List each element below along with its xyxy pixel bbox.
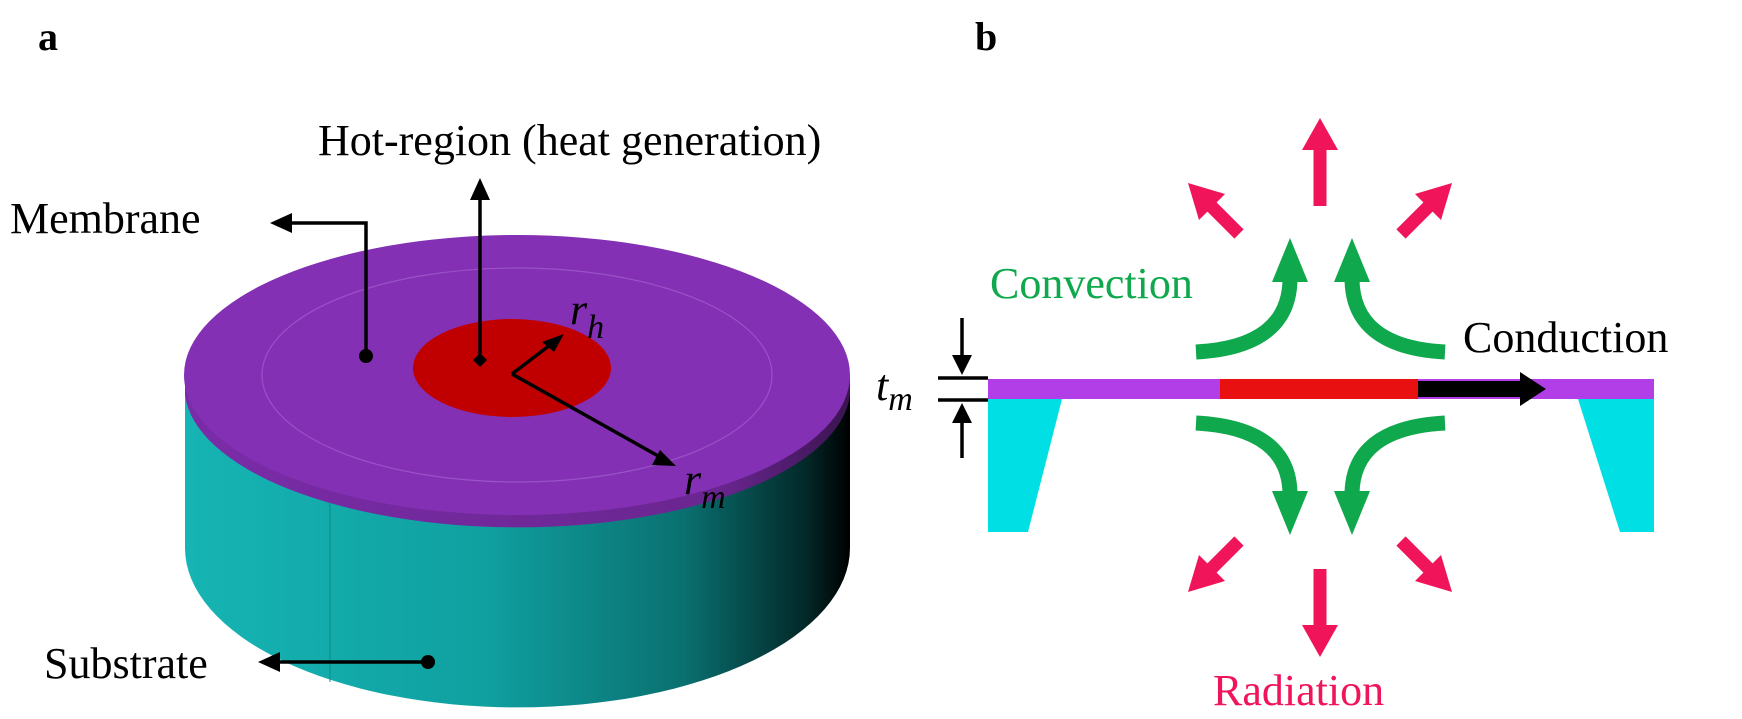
conduction-label: Conduction — [1463, 313, 1668, 362]
t-m-dimension — [938, 318, 988, 458]
convection-label: Convection — [990, 259, 1193, 308]
panel-a: a — [10, 14, 850, 708]
t-m-label: tm — [876, 361, 913, 418]
membrane-inner-ring — [261, 267, 773, 483]
hot-region-label: Hot-region (heat generation) — [318, 116, 821, 165]
radiation-arrows — [1205, 146, 1435, 629]
r-m-label: rm — [684, 455, 726, 516]
substrate-leader — [258, 652, 435, 672]
substrate-label: Substrate — [44, 639, 208, 688]
hot-region — [413, 319, 611, 417]
convection-arrowheads — [1272, 238, 1370, 535]
convection-arrows — [1195, 277, 1446, 496]
radiation-arrowheads — [1188, 118, 1452, 657]
heater-strip — [1220, 379, 1418, 399]
substrate-support-left — [988, 399, 1062, 532]
conduction-arrow — [1418, 372, 1546, 406]
hot-region-leader — [470, 178, 490, 367]
substrate-support-right — [1578, 399, 1654, 532]
panel-b: b — [876, 14, 1668, 715]
panel-a-label: a — [38, 14, 58, 59]
r-h-label: rh — [570, 285, 604, 346]
r-h-arrow — [510, 334, 564, 376]
membrane-label: Membrane — [10, 194, 201, 243]
r-m-arrow — [511, 372, 676, 466]
panel-b-label: b — [975, 14, 997, 59]
radiation-label: Radiation — [1213, 666, 1384, 715]
membrane-leader — [270, 213, 373, 363]
